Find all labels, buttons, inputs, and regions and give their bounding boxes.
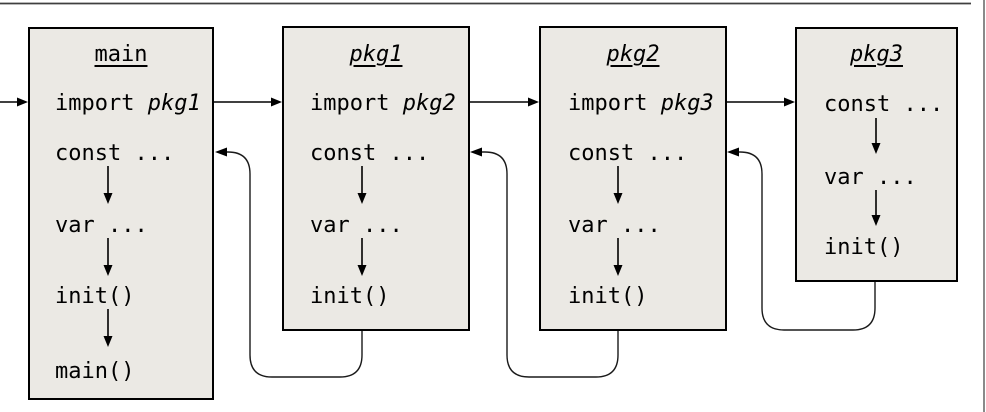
code-line-const: const ... (568, 141, 688, 166)
code-line-main-call: main() (55, 359, 135, 384)
box-pkg2: pkg2 import pkg3 const ... var ... init(… (539, 26, 727, 331)
code-line-init: init() (55, 284, 135, 309)
code-line-import: import pkg1 (55, 91, 201, 117)
box-pkg3: pkg3 const ... var ... init() (795, 27, 958, 282)
import-package-name: pkg3 (660, 91, 714, 116)
code-line-import: import pkg2 (310, 91, 456, 117)
box-pkg1: pkg1 import pkg2 const ... var ... init(… (282, 26, 470, 331)
box-title-pkg1: pkg1 (349, 42, 403, 67)
code-line-const: const ... (824, 92, 944, 117)
code-line-var: var ... (568, 213, 661, 238)
code-line-var: var ... (824, 165, 917, 190)
code-line-init: init() (824, 235, 904, 260)
import-keyword: import (568, 91, 661, 116)
arrow-pkg2-to-pkg3 (727, 97, 795, 107)
code-line-init: init() (310, 284, 390, 309)
box-title-pkg3: pkg3 (850, 42, 903, 67)
code-line-init: init() (568, 284, 648, 309)
box-title-main: main (94, 42, 148, 67)
code-line-var: var ... (55, 213, 148, 238)
code-line-var: var ... (310, 213, 403, 238)
arrow-pkg1-to-pkg2 (470, 97, 539, 107)
arrow-entry-to-main (0, 97, 28, 107)
import-keyword: import (310, 91, 403, 116)
import-keyword: import (55, 91, 148, 116)
import-package-name: pkg1 (147, 91, 201, 116)
code-line-import: import pkg3 (568, 91, 714, 117)
code-line-const: const ... (55, 141, 175, 166)
arrow-main-to-pkg1 (214, 97, 282, 107)
box-title-pkg2: pkg2 (606, 42, 660, 67)
code-line-const: const ... (310, 141, 430, 166)
box-main: main import pkg1 const ... var ... init(… (28, 27, 214, 400)
import-package-name: pkg2 (402, 91, 456, 116)
